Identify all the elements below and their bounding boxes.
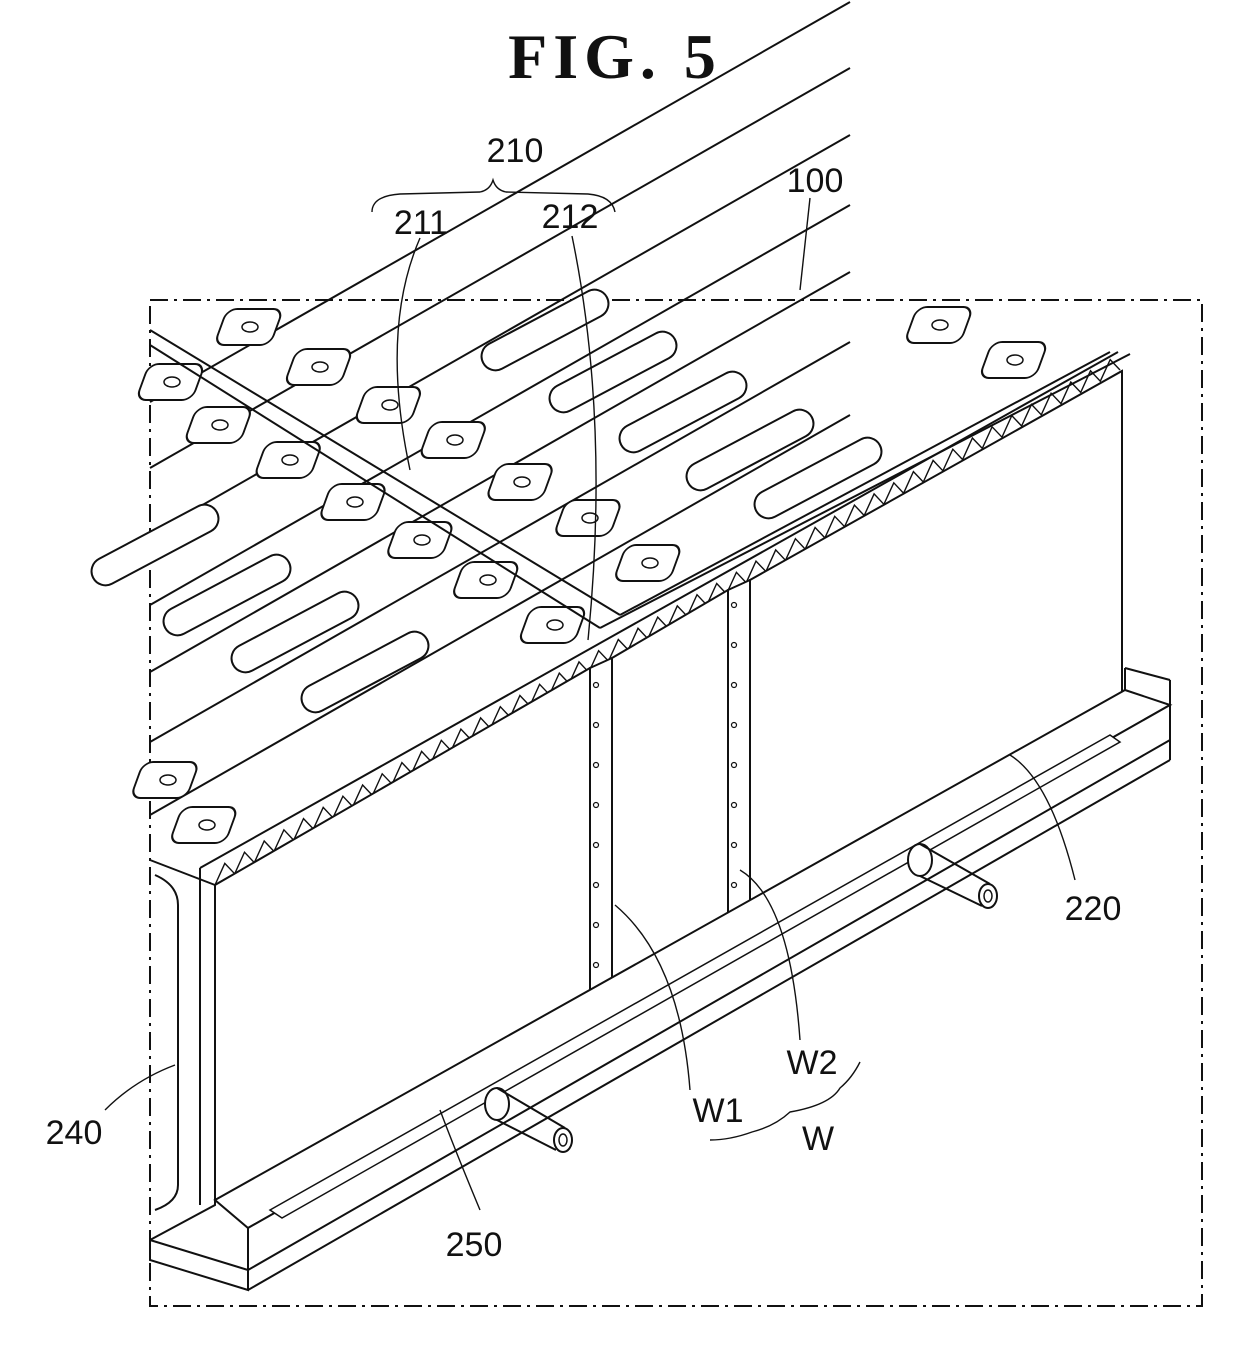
label-250: 250 — [446, 1226, 503, 1264]
label-w: W — [802, 1120, 834, 1158]
label-w2: W2 — [787, 1044, 838, 1082]
label-240: 240 — [46, 1114, 103, 1152]
label-211: 211 — [394, 204, 448, 242]
label-212: 212 — [542, 198, 599, 236]
end-plate-240 — [150, 860, 215, 1240]
label-100: 100 — [787, 162, 844, 200]
label-w1: W1 — [693, 1092, 744, 1130]
label-210: 210 — [487, 132, 544, 170]
label-220: 220 — [1065, 890, 1122, 928]
figure-title: FIG. 5 — [508, 21, 722, 92]
